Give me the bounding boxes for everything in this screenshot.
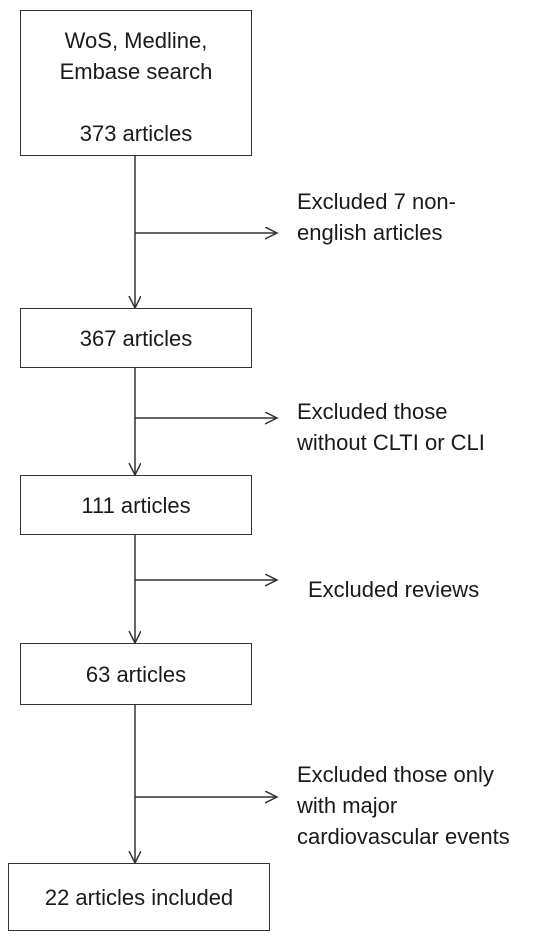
exclusion-note-1-line1: Excluded 7 non- <box>297 189 456 214</box>
exclusion-note-2: Excluded those without CLTI or CLI <box>297 396 485 458</box>
exclusion-note-1-line2: english articles <box>297 220 443 245</box>
box-111-articles: 111 articles <box>20 475 252 535</box>
search-box-line2: Embase search <box>59 59 213 84</box>
exclusion-note-4: Excluded those only with major cardiovas… <box>297 759 510 852</box>
box-63-articles: 63 articles <box>20 643 252 705</box>
exclusion-note-3-line1: Excluded reviews <box>308 577 480 602</box>
box-final-label: 22 articles included <box>44 884 234 910</box>
box-111-label: 111 articles <box>81 492 191 518</box>
box-63-label: 63 articles <box>85 661 187 687</box>
exclusion-note-4-line2: with major <box>297 793 398 818</box>
search-box: WoS, Medline, Embase search 373 articles <box>20 10 252 156</box>
box-367-articles: 367 articles <box>20 308 252 368</box>
exclusion-note-4-line3: cardiovascular events <box>297 824 510 849</box>
exclusion-note-2-line2: without CLTI or CLI <box>297 430 485 455</box>
search-box-line1: WoS, Medline, <box>64 28 208 53</box>
exclusion-note-3: Excluded reviews <box>308 574 479 605</box>
exclusion-note-1: Excluded 7 non- english articles <box>297 186 456 248</box>
box-367-label: 367 articles <box>79 325 193 351</box>
search-box-count: 373 articles <box>79 121 193 146</box>
exclusion-note-2-line1: Excluded those <box>297 399 448 424</box>
box-final-included: 22 articles included <box>8 863 270 931</box>
exclusion-note-4-line1: Excluded those only <box>297 762 494 787</box>
